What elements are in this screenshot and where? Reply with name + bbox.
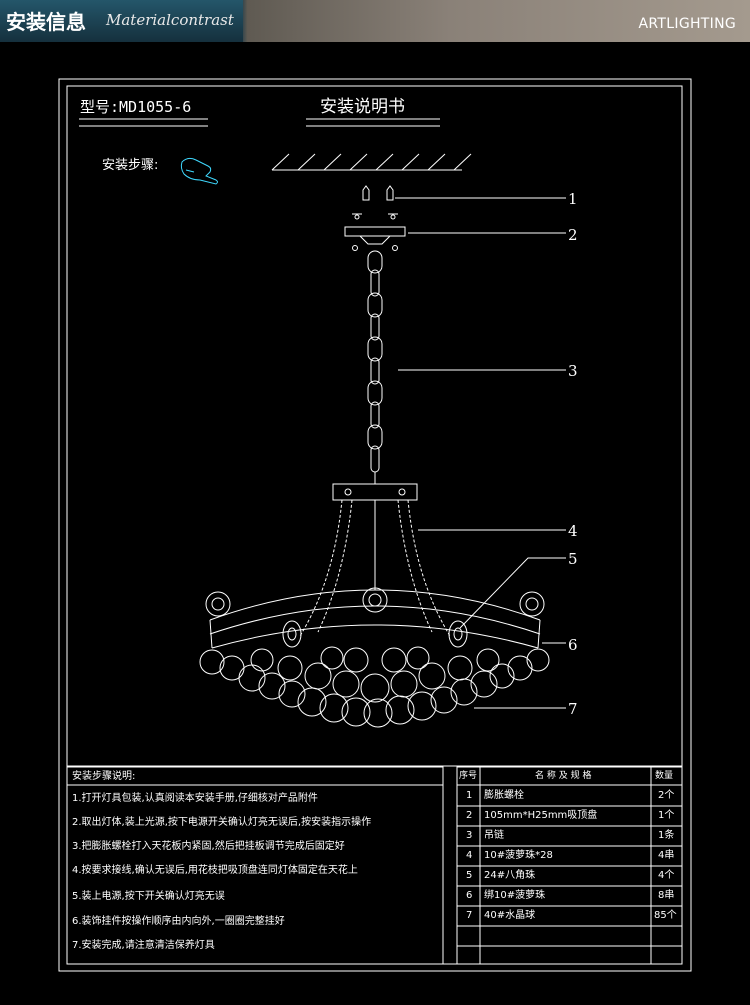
header-title-block [0, 0, 243, 42]
top-plate [332, 472, 418, 590]
leader-lines [395, 197, 566, 709]
installation-drawing: 型号:MD1055-6 安装说明书 安装步骤: 1 2 3 4 5 6 7 [58, 78, 692, 972]
instruction-step: 1.打开灯具包装,认真阅读本安装手册,仔细核对产品附件 [72, 793, 318, 804]
parts-row-name: 绑10#菠萝珠 [484, 890, 546, 901]
parts-row-index: 2 [466, 810, 473, 821]
octagon-beads [282, 620, 468, 648]
parts-row-index: 4 [466, 850, 473, 861]
callout-2: 2 [568, 226, 578, 244]
steps-label: 安装步骤: [102, 158, 158, 173]
parts-row-qty: 8串 [658, 890, 675, 901]
crystal-balls [199, 646, 550, 728]
parts-row-qty: 4个 [658, 870, 675, 881]
parts-row-qty: 85个 [654, 910, 677, 921]
header-title-cn: 安装信息 [6, 10, 86, 34]
parts-row-name: 膨胀螺栓 [484, 790, 524, 801]
header-brand: ARTLIGHTING [638, 16, 736, 32]
chain [367, 250, 383, 473]
callout-5: 5 [568, 550, 578, 568]
ceiling-canopy [344, 226, 406, 251]
outer-border [58, 78, 692, 972]
instruction-step: 4.按要求接线,确认无误后,用花枝把吸顶盘连同灯体固定在天花上 [72, 865, 358, 876]
finial-balls [205, 587, 545, 617]
parts-header-qty: 数量 [655, 771, 674, 781]
header-title-en: Materialcontrast [106, 11, 234, 29]
parts-row-index: 3 [466, 830, 473, 841]
bottom-tables [66, 765, 683, 965]
parts-row-qty: 2个 [658, 790, 675, 801]
instruction-step: 3.把膨胀螺栓打入天花板内紧固,然后把挂板调节完成后固定好 [72, 841, 345, 852]
expansion-bolts [352, 185, 398, 220]
arc-frame [209, 589, 541, 649]
instruction-step: 5.装上电源,按下开关确认灯亮无误 [72, 891, 225, 902]
callout-7: 7 [568, 700, 578, 718]
parts-row-name: 吊链 [484, 830, 504, 841]
parts-row-name: 105mm*H25mm吸顶盘 [484, 810, 598, 821]
parts-row-index: 1 [466, 790, 473, 801]
instructions-title: 安装步骤说明: [72, 771, 136, 782]
instruction-step: 7.安装完成,请注意清洁保养灯具 [72, 940, 215, 951]
parts-row-name: 10#菠萝珠*28 [484, 850, 553, 861]
parts-row-index: 6 [466, 890, 473, 901]
bead-strands [299, 499, 451, 637]
document-title: 安装说明书 [320, 97, 405, 117]
model-number: 型号:MD1055-6 [80, 98, 191, 116]
callout-3: 3 [568, 362, 578, 380]
callout-4: 4 [568, 522, 578, 540]
instruction-step: 2.取出灯体,装上光源,按下电源开关确认灯亮无误后,按安装指示操作 [72, 817, 372, 828]
instruction-step: 6.装饰挂件按操作顺序由内向外,一圈圈完整挂好 [72, 916, 285, 927]
parts-row-name: 40#水晶球 [484, 910, 536, 921]
parts-row-qty: 1个 [658, 810, 675, 821]
parts-row-qty: 4串 [658, 850, 675, 861]
drawing-sheet: 型号:MD1055-6 安装说明书 安装步骤: 1 2 3 4 5 6 7 安装… [0, 42, 750, 1005]
parts-header-name: 名 称 及 规 格 [535, 771, 592, 781]
callout-6: 6 [568, 636, 578, 654]
pointing-hand-icon [180, 157, 218, 185]
parts-row-qty: 1条 [658, 830, 675, 841]
callout-1: 1 [568, 190, 578, 208]
parts-row-index: 5 [466, 870, 473, 881]
parts-header-index: 序号 [459, 771, 478, 781]
parts-row-name: 24#八角珠 [484, 870, 536, 881]
page-header: 安装信息 Materialcontrast ARTLIGHTING [0, 0, 750, 42]
ceiling-hatch [271, 153, 472, 171]
parts-row-index: 7 [466, 910, 473, 921]
